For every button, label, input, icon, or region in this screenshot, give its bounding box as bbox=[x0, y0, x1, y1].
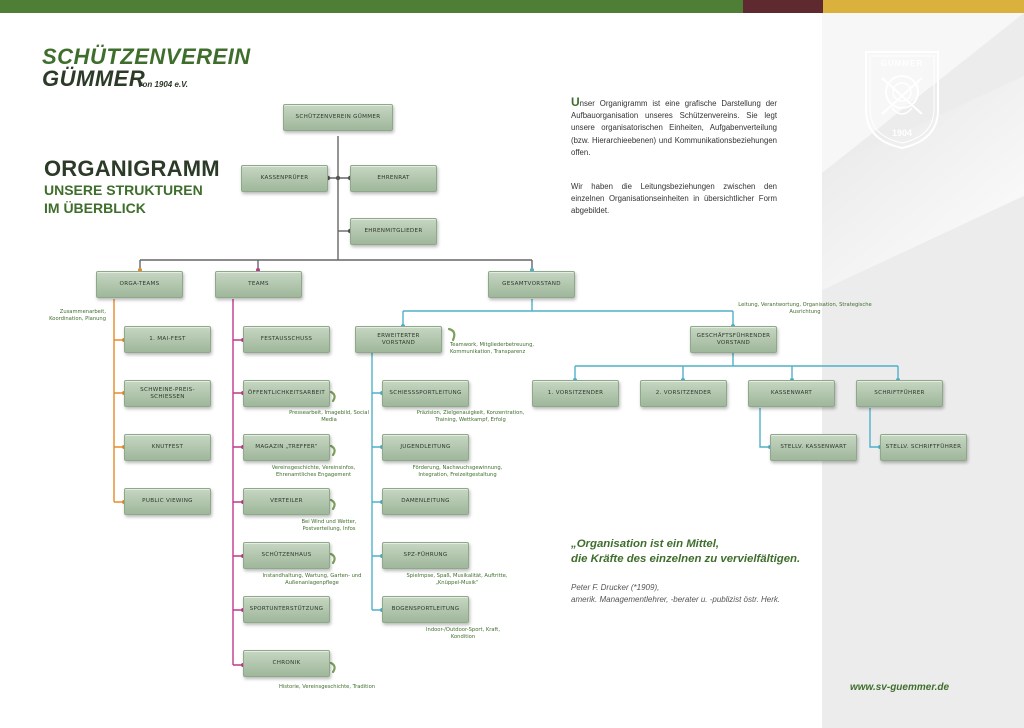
team-note: Bei Wind und Wetter, Postverteilung, Inf… bbox=[301, 519, 357, 532]
org-kassenpruefer: KASSENPRÜFER bbox=[241, 165, 328, 192]
team-item: SCHÜTZENHAUS bbox=[243, 542, 330, 569]
erw-note: Indoor-/Outdoor-Sport, Kraft, Kondition bbox=[426, 627, 500, 640]
team-item: FESTAUSSCHUSS bbox=[243, 326, 330, 353]
drop-cap: U bbox=[571, 95, 580, 109]
org-gesch-vorstand: GESCHÄFTSFÜHRENDER VORSTAND bbox=[690, 326, 777, 353]
org-ehrenrat: EHRENRAT bbox=[350, 165, 437, 192]
gesch-item: 1. VORSITZENDER bbox=[532, 380, 619, 407]
emblem-top-text: GÜMMER bbox=[881, 59, 923, 68]
erw-note: Förderung, Nachwuchsgewinnung, Integrati… bbox=[412, 465, 503, 478]
org-teams: TEAMS bbox=[215, 271, 302, 298]
erw-item: SCHIESSSPORTLEITUNG bbox=[382, 380, 469, 407]
orga-item: PUBLIC VIEWING bbox=[124, 488, 211, 515]
orga-item: SCHWEINE-PREIS-SCHIESSEN bbox=[124, 380, 211, 407]
erw-note: Präzision, Zielgenauigkeit, Konzentratio… bbox=[416, 410, 525, 423]
brand-line-1: SCHÜTZENVEREIN bbox=[42, 44, 251, 69]
erw-item: BOGENSPORTLEITUNG bbox=[382, 596, 469, 623]
gesch-item: SCHRIFTFÜHRER bbox=[856, 380, 943, 407]
org-ehrenmitglieder: EHRENMITGLIEDER bbox=[350, 218, 437, 245]
erw-item: SPZ-FÜHRUNG bbox=[382, 542, 469, 569]
right-decor-panel bbox=[822, 13, 1024, 728]
org-stellv-kassenwart: STELLV. KASSENWART bbox=[770, 434, 857, 461]
club-emblem: GÜMMER 1904 bbox=[862, 48, 942, 157]
quote-line-2: die Kräfte des einzelnen zu vervielfälti… bbox=[571, 553, 801, 565]
gesch-note: Leitung, Verantwortung, Organisation, St… bbox=[738, 302, 872, 315]
team-item: MAGAZIN „TREFFER“ bbox=[243, 434, 330, 461]
orga-item: 1. MAI-FEST bbox=[124, 326, 211, 353]
orga-note: Zusammenarbeit, Koordination, Planung bbox=[49, 309, 106, 322]
brand-line-2: GÜMMER bbox=[42, 66, 146, 91]
orga-item: KNUTFEST bbox=[124, 434, 211, 461]
org-stellv-schriftfuehrer: STELLV. SCHRIFTFÜHRER bbox=[880, 434, 967, 461]
team-note: Historie, Vereinsgeschichte, Tradition bbox=[278, 684, 376, 690]
intro-paragraph-2: Wir haben die Leitungsbeziehungen zwisch… bbox=[571, 182, 777, 216]
intro-text-1: nser Organigramm ist eine grafische Dars… bbox=[571, 99, 777, 157]
subtitle-line-2: IM ÜBERBLICK bbox=[44, 200, 146, 216]
erw-note: Spielmpse, Spaß, Musikalität, Auftritte,… bbox=[406, 573, 508, 586]
org-root: SCHÜTZENVEREIN GÜMMER bbox=[283, 104, 393, 131]
erw-item: DAMENLEITUNG bbox=[382, 488, 469, 515]
team-note: Vereinsgeschichte, Vereinsinfos, Ehrenam… bbox=[271, 465, 356, 478]
emblem-year: 1904 bbox=[892, 128, 912, 138]
gesch-item: 2. VORSITZENDER bbox=[640, 380, 727, 407]
intro-paragraph-1: Unser Organigramm ist eine grafische Dar… bbox=[571, 96, 777, 159]
brand-suffix: von 1904 e.V. bbox=[138, 80, 188, 89]
subtitle-line-1: UNSERE STRUKTUREN bbox=[44, 182, 203, 198]
org-orga-teams: ORGA-TEAMS bbox=[96, 271, 183, 298]
team-item: VERTEILER bbox=[243, 488, 330, 515]
gesch-item: KASSENWART bbox=[748, 380, 835, 407]
org-gesamtvorstand: GESAMTVORSTAND bbox=[488, 271, 575, 298]
erw-item: JUGENDLEITUNG bbox=[382, 434, 469, 461]
quote-line-1: „Organisation ist ein Mittel, bbox=[571, 538, 720, 550]
team-note: Pressearbeit, Imagebild, Social Media bbox=[289, 410, 369, 423]
quote-author: Peter F. Drucker (*1909), bbox=[571, 583, 660, 592]
quote-author-desc: amerik. Managementlehrer, -berater u. -p… bbox=[571, 595, 781, 604]
top-bar-maroon bbox=[743, 0, 823, 13]
page-title: ORGANIGRAMM bbox=[44, 156, 220, 181]
team-item: CHRONIK bbox=[243, 650, 330, 677]
top-bar-gold bbox=[823, 0, 1024, 13]
team-item: SPORTUNTERSTÜTZUNG bbox=[243, 596, 330, 623]
website-url[interactable]: www.sv-guemmer.de bbox=[850, 682, 950, 693]
team-item: ÖFFENTLICHKEITSARBEIT bbox=[243, 380, 330, 407]
org-erweiterter-vorstand: ERWEITERTER VORSTAND bbox=[355, 326, 442, 353]
erweiterter-note: Teamwork, Mitgliederbetreuung, Kommunika… bbox=[450, 342, 535, 355]
team-note: Instandhaltung, Wartung, Garten- und Auß… bbox=[262, 573, 362, 586]
top-bar-green bbox=[0, 0, 743, 13]
